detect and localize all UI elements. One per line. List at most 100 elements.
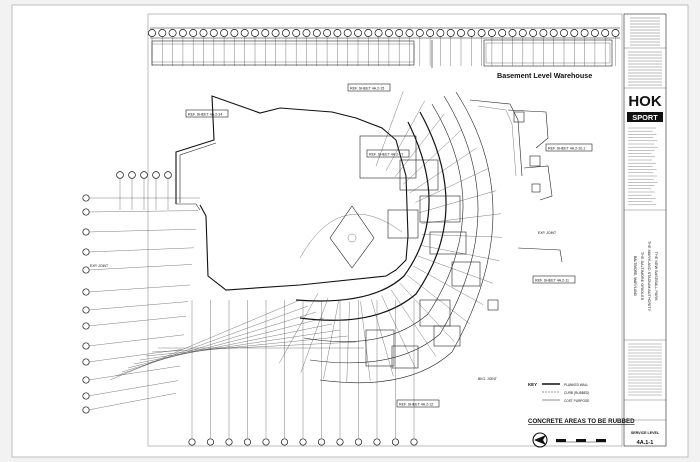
grid-bubble bbox=[82, 342, 90, 350]
fan-line bbox=[133, 323, 333, 365]
grid-bubble bbox=[188, 438, 196, 446]
radial-wall bbox=[375, 90, 404, 167]
grid-bubble bbox=[317, 438, 326, 446]
grid-bubble bbox=[560, 29, 568, 37]
ref-sheet-tag-3: REF. SHEET 4A.2-17 bbox=[366, 149, 410, 158]
top-grid-row bbox=[148, 27, 620, 66]
grid-line bbox=[87, 229, 197, 233]
grid-bubble bbox=[508, 29, 517, 37]
radial-wall bbox=[399, 283, 455, 342]
grid-bubble bbox=[271, 29, 280, 37]
north-arrow-icon bbox=[532, 432, 548, 448]
project-line-4: BALTIMORE, MARYLAND bbox=[633, 256, 637, 297]
project-line-3: THE BALTIMORE ORIOLES bbox=[640, 252, 644, 301]
grid-bubble bbox=[333, 29, 342, 37]
grid-bubble bbox=[426, 29, 435, 37]
grid-bubble bbox=[336, 438, 344, 446]
fan-line bbox=[145, 335, 349, 357]
grid-bubble bbox=[601, 29, 610, 37]
grid-bubble bbox=[539, 29, 548, 37]
ref-sheet-tag-6: REF. SHEET 4A.2-12 bbox=[396, 399, 440, 408]
grid-bubble bbox=[82, 306, 90, 314]
bottom-grid-lines bbox=[188, 300, 418, 446]
grid-bubble bbox=[82, 208, 90, 216]
grid-bubble bbox=[243, 438, 252, 446]
title-block: HOK SPORT THE NEW BASEBALL PARK THE MARY… bbox=[623, 13, 667, 447]
grid-bubble bbox=[262, 438, 270, 446]
grid-bubble bbox=[140, 171, 148, 179]
radial-wall bbox=[360, 301, 371, 381]
grid-bubble bbox=[384, 29, 393, 37]
stadium-outline bbox=[175, 90, 563, 384]
grid-bubble bbox=[373, 438, 381, 446]
grid-line bbox=[87, 284, 191, 293]
grid-bubble bbox=[82, 406, 90, 414]
grid-bubble bbox=[549, 29, 558, 37]
grid-bubble bbox=[354, 29, 362, 37]
svg-text:REF. SHEET 4A.2-17: REF. SHEET 4A.2-17 bbox=[369, 153, 403, 157]
grid-line bbox=[87, 247, 195, 253]
grid-bubble bbox=[82, 266, 90, 274]
grid-bubble bbox=[82, 248, 90, 256]
grid-bubble bbox=[82, 322, 90, 330]
grid-bubble bbox=[220, 29, 229, 37]
grid-bubble bbox=[148, 29, 156, 37]
radial-wall bbox=[381, 295, 416, 369]
firm-division: SPORT bbox=[632, 113, 658, 122]
grid-bubble bbox=[529, 29, 538, 37]
radial-wall bbox=[413, 265, 484, 305]
radial-wall bbox=[421, 234, 502, 238]
grid-bubble bbox=[230, 29, 239, 37]
grid-bubble bbox=[436, 29, 445, 37]
grid-bubble bbox=[281, 29, 290, 37]
grid-bubble bbox=[391, 438, 400, 446]
grid-bubble bbox=[611, 29, 620, 37]
grid-bubble bbox=[209, 29, 218, 37]
grid-bubble bbox=[457, 29, 465, 37]
warehouse-label: Basement Level Warehouse bbox=[497, 71, 592, 80]
ref-sheet-tag-4: REF. SHEET 4A.2-10,1 bbox=[545, 143, 593, 152]
warehouse-outline bbox=[151, 39, 613, 68]
grid-line bbox=[87, 301, 189, 311]
grid-bubble bbox=[487, 29, 496, 37]
grid-bubble bbox=[292, 29, 301, 37]
grid-bubble bbox=[343, 29, 352, 37]
radial-wall bbox=[415, 168, 489, 203]
radial-wall bbox=[371, 299, 394, 377]
ref-sheet-tag-5: REF. SHEET 4A.2-11 bbox=[532, 275, 576, 284]
svg-text:KEY: KEY bbox=[528, 382, 537, 387]
grid-bubble bbox=[206, 438, 215, 446]
grid-bubble bbox=[251, 29, 259, 37]
ref-sheet-tag-2: REF. SHEET 4A.2-15 bbox=[347, 83, 391, 92]
grid-bubble bbox=[374, 29, 383, 37]
radial-wall bbox=[403, 129, 462, 185]
lower-fan-lines bbox=[109, 299, 364, 381]
radial-wall bbox=[409, 147, 477, 194]
legend-key: KEY PLANKED WALL CURB (RUBBED) COST PURP… bbox=[528, 382, 589, 403]
fan-line bbox=[151, 341, 357, 353]
grid-bubble bbox=[158, 29, 167, 37]
fan-line bbox=[121, 311, 317, 373]
grid-bubble bbox=[323, 29, 332, 37]
svg-text:REF. SHEET 4A.2-10,1: REF. SHEET 4A.2-10,1 bbox=[548, 147, 585, 151]
left-grid-lines bbox=[82, 171, 200, 414]
project-line-2: THE MARYLAND STADIUM AUTHORITY bbox=[647, 241, 651, 312]
grid-bubble bbox=[82, 358, 90, 366]
grid-bubble bbox=[116, 171, 124, 179]
bkg-joint-label: BKG. JOINT bbox=[478, 377, 497, 381]
fan-line bbox=[127, 317, 325, 369]
radial-wall bbox=[300, 297, 329, 374]
grid-line bbox=[87, 334, 185, 347]
grid-bubble bbox=[128, 171, 136, 179]
firm-logo: HOK bbox=[628, 93, 662, 110]
grid-bubble bbox=[395, 29, 404, 37]
grid-bubble bbox=[410, 438, 418, 446]
grid-bubble bbox=[261, 29, 270, 37]
grid-bubble bbox=[299, 438, 307, 446]
drawing-border bbox=[147, 13, 623, 447]
grid-bubble bbox=[518, 29, 527, 37]
grid-line bbox=[87, 210, 199, 213]
exp-joint-label-left: EXP. JOINT bbox=[90, 264, 108, 268]
grid-bubble bbox=[446, 29, 455, 37]
grid-bubble bbox=[570, 29, 579, 37]
